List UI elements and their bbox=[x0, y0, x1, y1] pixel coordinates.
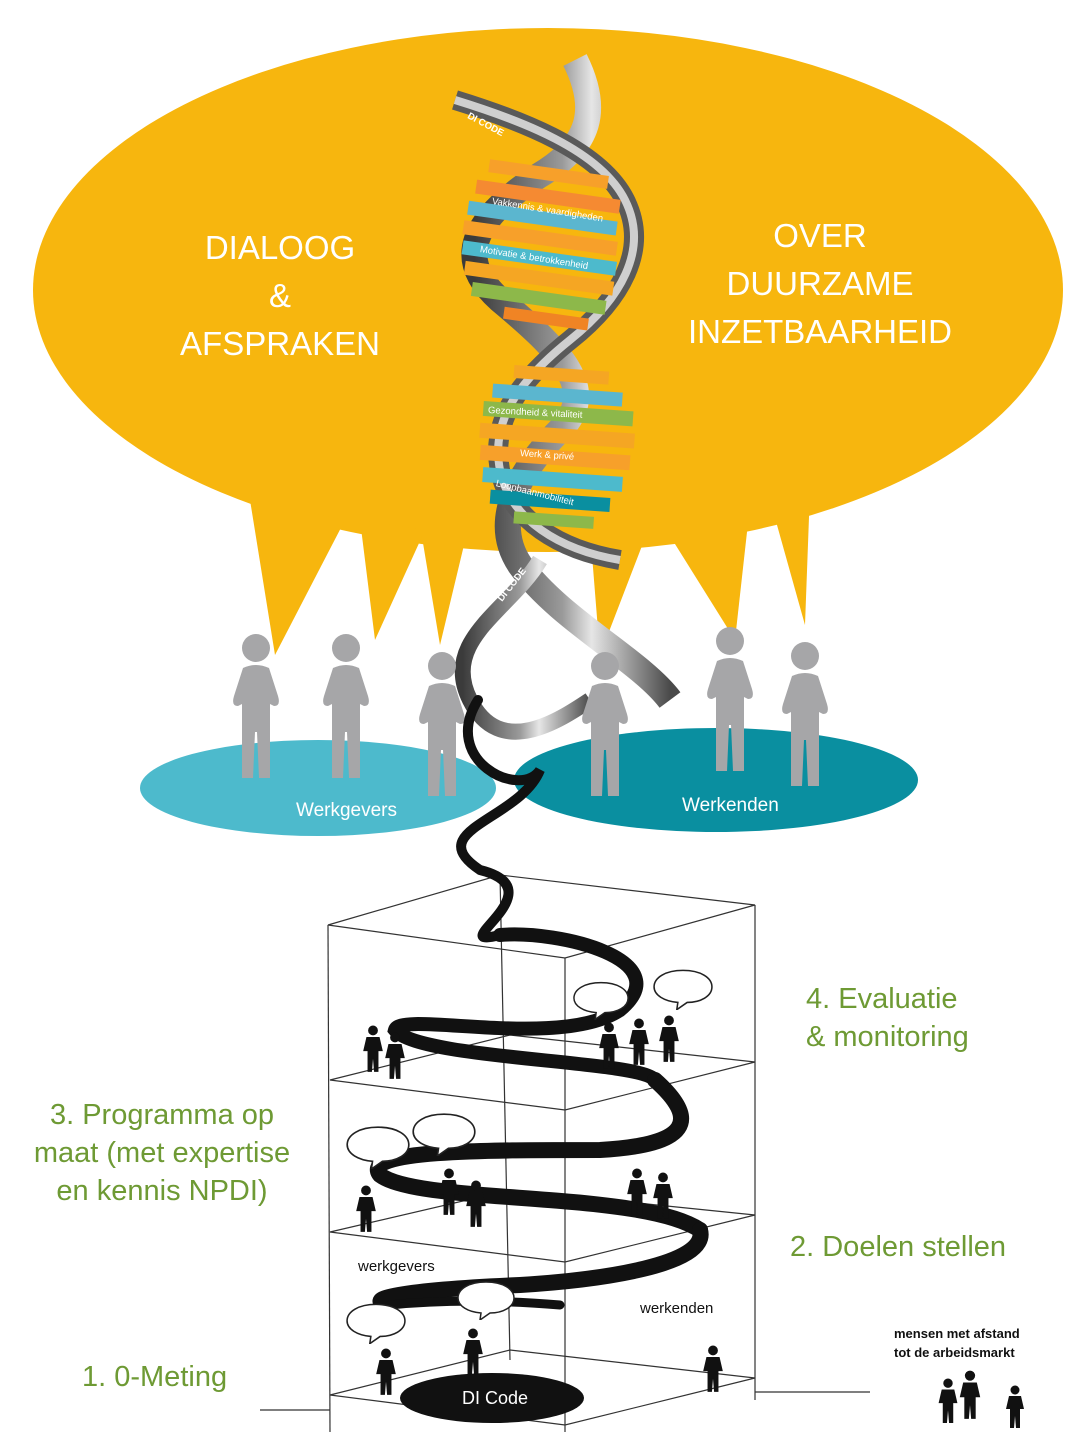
side-note-line-2: tot de arbeidsmarkt bbox=[894, 1345, 1015, 1360]
bubble-left-line-3: AFSPRAKEN bbox=[180, 325, 380, 362]
step-3-line-2: maat (met expertise bbox=[33, 1137, 291, 1169]
floor-workers-label: werkenden bbox=[640, 1300, 714, 1317]
step-4-line-1: 4. Evaluatie bbox=[806, 983, 958, 1015]
step-2-label: 2. Doelen stellen bbox=[790, 1231, 1007, 1263]
bubble-right-line-2: DUURZAME bbox=[726, 265, 914, 302]
step-4-label: 4. Evaluatie & monitoring bbox=[806, 980, 969, 1056]
employers-platform bbox=[140, 740, 496, 836]
bubble-left-line-1: DIALOOG bbox=[204, 229, 356, 266]
step-3-line-1: 3. Programma op bbox=[49, 1099, 275, 1131]
di-code-label: DI Code bbox=[462, 1388, 529, 1408]
bubble-right-line-3: INZETBAARHEID bbox=[687, 313, 953, 350]
bubble-right-line-1: OVER bbox=[773, 217, 867, 254]
side-note-line-1: mensen met afstand bbox=[894, 1326, 1020, 1341]
dna-helix bbox=[452, 54, 681, 740]
step-3-line-3: en kennis NPDI) bbox=[56, 1175, 268, 1207]
step-4-line-2: & monitoring bbox=[806, 1021, 969, 1053]
di-code-base bbox=[400, 1373, 584, 1423]
step-3-label: 3. Programma op maat (met expertise en k… bbox=[12, 1096, 312, 1210]
bubble-left-text: DIALOOG & AFSPRAKEN bbox=[110, 224, 450, 368]
floor-employers-label: werkgevers bbox=[358, 1258, 435, 1275]
side-note: mensen met afstand tot de arbeidsmarkt bbox=[894, 1324, 1020, 1362]
workers-label: Werkenden bbox=[682, 795, 779, 816]
step-1-label: 1. 0-Meting bbox=[82, 1361, 228, 1393]
bubble-right-text: OVER DUURZAME INZETBAARHEID bbox=[640, 212, 1000, 356]
speech-bubble bbox=[33, 28, 1063, 655]
bubble-left-line-2: & bbox=[268, 277, 291, 314]
employers-label: Werkgevers bbox=[296, 800, 398, 821]
spiral bbox=[370, 695, 709, 1313]
